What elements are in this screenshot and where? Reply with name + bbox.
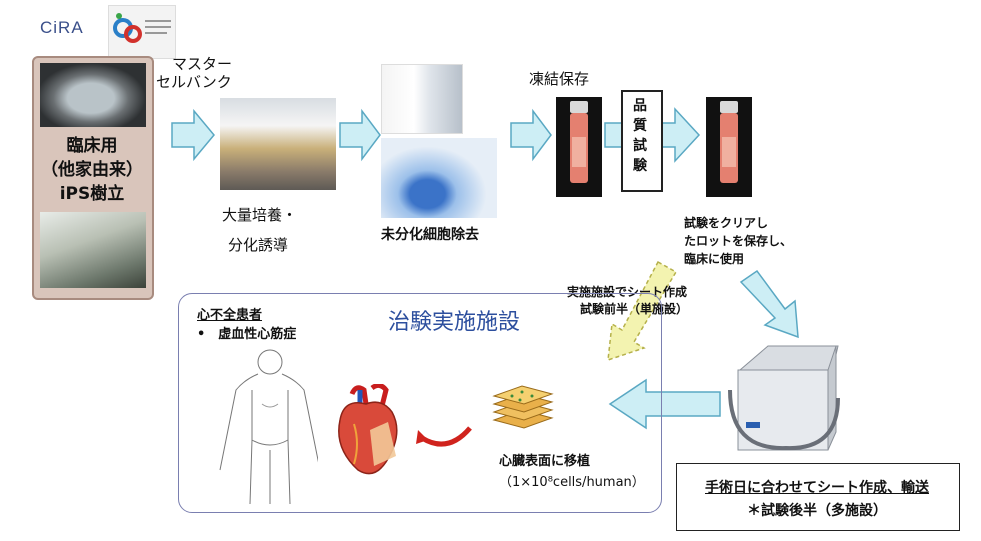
mass-culture-line2: 分化誘導 [228, 236, 289, 254]
human-body-icon [219, 349, 318, 504]
clinical-site-title: 治験実施施設 [388, 310, 521, 335]
quality-test-box [621, 90, 663, 192]
qc-note: 試験をクリアし たロットを保存し、 臨床に使用 [684, 214, 792, 268]
cleanroom-photo [40, 212, 146, 288]
bioreactor-photo [220, 98, 336, 190]
flow-arrow [171, 108, 215, 162]
disease-label: • 虚血性心筋症 [197, 327, 297, 342]
flow-arrow [739, 269, 799, 339]
ips-label-line1: 臨床用 [66, 136, 118, 156]
ips-colony-photo [40, 63, 146, 127]
flow-arrow [510, 108, 552, 162]
qc-char3: 試 [633, 138, 647, 154]
master-label-line1: マスター [172, 55, 233, 73]
qc-char2: 質 [633, 118, 647, 134]
shipping-line2: ＊試験後半（多施設） [747, 503, 887, 519]
reagent-box-photo [381, 64, 463, 134]
heart-icon [338, 384, 398, 475]
master-cell-bank-label: マスター セルバンク [156, 55, 232, 91]
transplant-label: 心臓表面に移植 [499, 454, 591, 469]
cells-dose-label: （1×10⁸cells/human） [499, 475, 645, 490]
qc-note-line2: たロットを保存し、 [684, 234, 793, 248]
cryo-tube-icon [556, 97, 602, 197]
shipping-note-box [676, 463, 960, 531]
ips-label-line3: iPS樹立 [59, 184, 125, 204]
flow-arrow [339, 108, 381, 162]
qc-char4: 験 [633, 158, 647, 174]
cryo-label: 凍結保存 [529, 70, 590, 88]
cell-sheet-icon [492, 385, 554, 429]
remove-undiff-label: 未分化細胞除去 [381, 227, 479, 243]
qc-note-line3: 臨床に使用 [684, 252, 745, 266]
ips-source-label: 臨床用 （他家由来） iPS樹立 [36, 134, 148, 206]
flow-arrow [608, 378, 721, 430]
qc-char1: 品 [633, 98, 647, 114]
mass-culture-line1: 大量培養・ [222, 206, 298, 224]
quality-test-label: 品 質 試 験 [621, 96, 659, 176]
mass-culture-label: 大量培養・ 分化誘導 [222, 200, 297, 260]
shipping-line1: 手術日に合わせてシート作成、輸送 [705, 480, 929, 496]
culture-dish-photo [381, 138, 497, 218]
ips-label-line2: （他家由来） [41, 160, 143, 180]
cira-logo-text: CiRA [40, 18, 84, 37]
patient-label: 心不全患者 [197, 308, 263, 323]
master-label-line2: セルバンク [156, 73, 232, 91]
dashed-flow-arrow [607, 260, 678, 362]
transport-box-icon [728, 345, 840, 451]
qc-note-line1: 試験をクリアし [684, 216, 769, 230]
clinical-site-box [178, 293, 662, 513]
cryo-tube-icon [706, 97, 752, 197]
